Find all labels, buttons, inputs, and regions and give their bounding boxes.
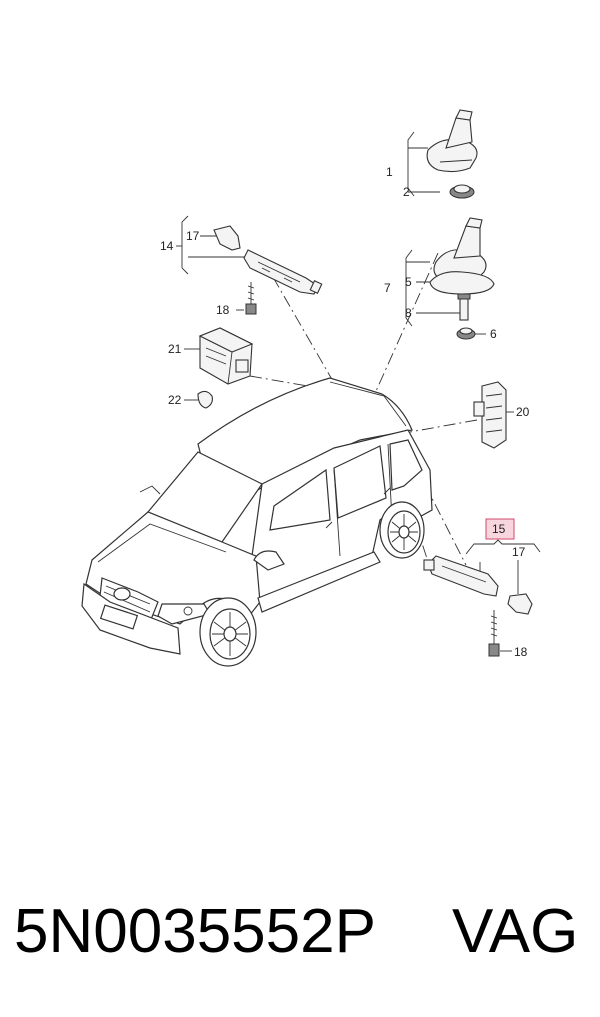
antenna-amplifier-group-bottom (423, 518, 541, 657)
callout-15[interactable]: 15 (492, 522, 506, 536)
callout-labels: 1 2 7 5 8 6 17 14 18 21 22 20 15 17 18 (160, 165, 530, 659)
front-wheel (199, 597, 257, 667)
roof-antenna-seal-part[interactable] (429, 217, 495, 295)
callout-8[interactable]: 8 (405, 306, 412, 320)
callout-18-top[interactable]: 18 (216, 303, 230, 317)
car-illustration (81, 377, 433, 667)
antenna-amplifier-part-bottom[interactable] (423, 555, 533, 615)
brand-name: VAG (452, 897, 579, 966)
antenna-amplifier-part-top[interactable] (213, 225, 323, 295)
callout-18-bottom[interactable]: 18 (514, 645, 528, 659)
roof-antenna-seal-group (405, 217, 495, 340)
screw-part-bottom[interactable] (488, 610, 500, 657)
callout-5[interactable]: 5 (405, 275, 412, 289)
antenna-nut-part[interactable] (449, 184, 475, 199)
callout-21[interactable]: 21 (168, 342, 182, 356)
callout-17-top[interactable]: 17 (186, 229, 200, 243)
antenna-module-right-part[interactable] (473, 381, 507, 449)
callout-6[interactable]: 6 (490, 327, 497, 341)
callout-1[interactable]: 1 (386, 165, 393, 179)
callout-17-bottom[interactable]: 17 (512, 545, 526, 559)
control-unit-part[interactable] (198, 327, 254, 385)
callout-2[interactable]: 2 (403, 185, 410, 199)
antenna-bolt-part[interactable] (457, 293, 471, 321)
roof-antenna-group (407, 109, 478, 199)
highlight-box (485, 518, 515, 540)
antenna-module-right-group (473, 381, 514, 449)
control-unit-group (184, 327, 254, 409)
antenna-nut-part-2[interactable] (456, 327, 476, 340)
roof-antenna-part[interactable] (426, 109, 478, 173)
callout-7[interactable]: 7 (384, 281, 391, 295)
callout-14[interactable]: 14 (160, 239, 174, 253)
callout-22[interactable]: 22 (168, 393, 182, 407)
antenna-amplifier-group-top (176, 215, 323, 315)
rear-wheel (379, 501, 425, 559)
callout-20[interactable]: 20 (516, 405, 530, 419)
clip-part[interactable] (197, 390, 213, 409)
screw-part-top[interactable] (245, 282, 257, 315)
part-number: 5N0035552P (14, 897, 376, 966)
